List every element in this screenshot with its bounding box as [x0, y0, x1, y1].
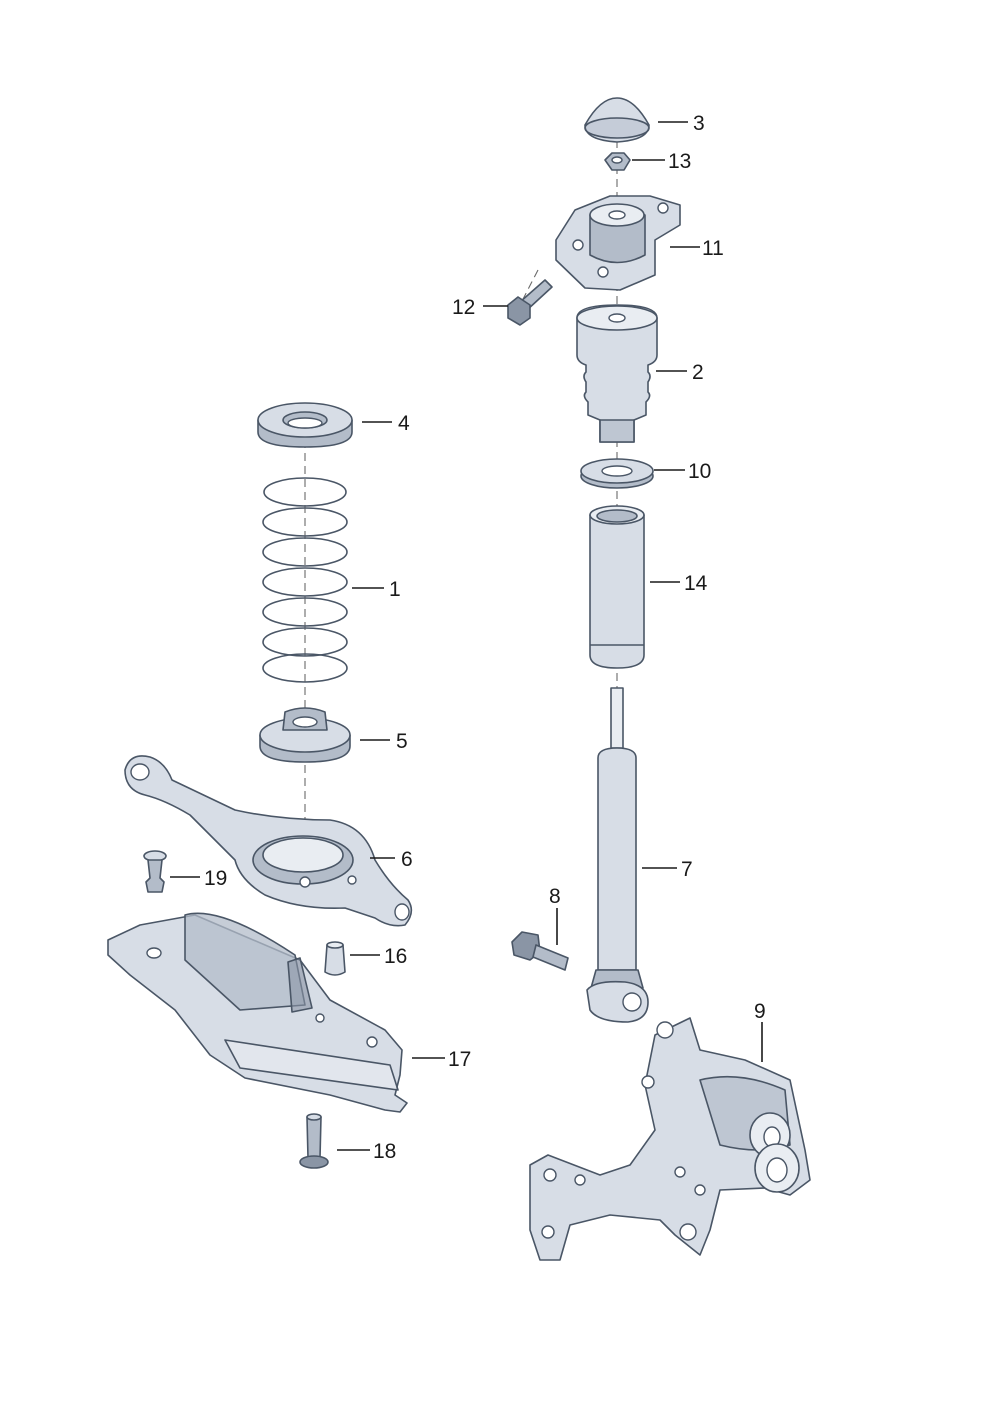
- part-12-bolt: [507, 279, 553, 326]
- callout-8: 8: [549, 885, 561, 908]
- callout-18: 18: [373, 1140, 396, 1163]
- callout-6: 6: [401, 848, 413, 871]
- callout-1: 1: [389, 578, 401, 601]
- callout-2: 2: [692, 361, 704, 384]
- part-9-wheel-bearing-housing: [529, 1017, 811, 1261]
- part-18-bolt: [299, 1113, 329, 1169]
- part-2-bump-stop: [576, 304, 658, 443]
- callout-19: 19: [204, 867, 227, 890]
- part-3-protective-cap: [584, 97, 650, 143]
- callout-13: 13: [668, 150, 691, 173]
- callout-9: 9: [754, 1000, 766, 1023]
- part-14-protective-sleeve: [589, 505, 645, 669]
- part-13-hex-nut: [604, 152, 631, 171]
- part-4-upper-spring-seat: [257, 402, 353, 448]
- part-19-clip: [143, 850, 167, 893]
- callout-4: 4: [398, 412, 410, 435]
- callout-10: 10: [688, 460, 711, 483]
- part-8-bolt: [511, 931, 569, 971]
- part-1-coil-spring: [262, 477, 348, 683]
- callout-3: 3: [693, 112, 705, 135]
- callout-labels: 1 2 3 4 5 6 7 8 9 10 11 12 13 14 16 17 1…: [204, 112, 766, 1163]
- part-16-bushing: [324, 941, 346, 976]
- callout-12: 12: [452, 296, 475, 319]
- callout-5: 5: [396, 730, 408, 753]
- part-17-underbody-panel: [107, 912, 408, 1113]
- leader-lines: [170, 121, 763, 1151]
- callout-17: 17: [448, 1048, 471, 1071]
- callout-7: 7: [681, 858, 693, 881]
- part-6-lower-control-arm: [124, 755, 413, 927]
- callout-11: 11: [702, 237, 724, 260]
- part-10-washer: [580, 458, 654, 489]
- part-7-shock-absorber: [586, 687, 649, 1023]
- callout-14: 14: [684, 572, 708, 595]
- part-5-lower-spring-seat: [259, 707, 351, 763]
- part-11-strut-mount: [555, 195, 681, 291]
- callout-16: 16: [384, 945, 407, 968]
